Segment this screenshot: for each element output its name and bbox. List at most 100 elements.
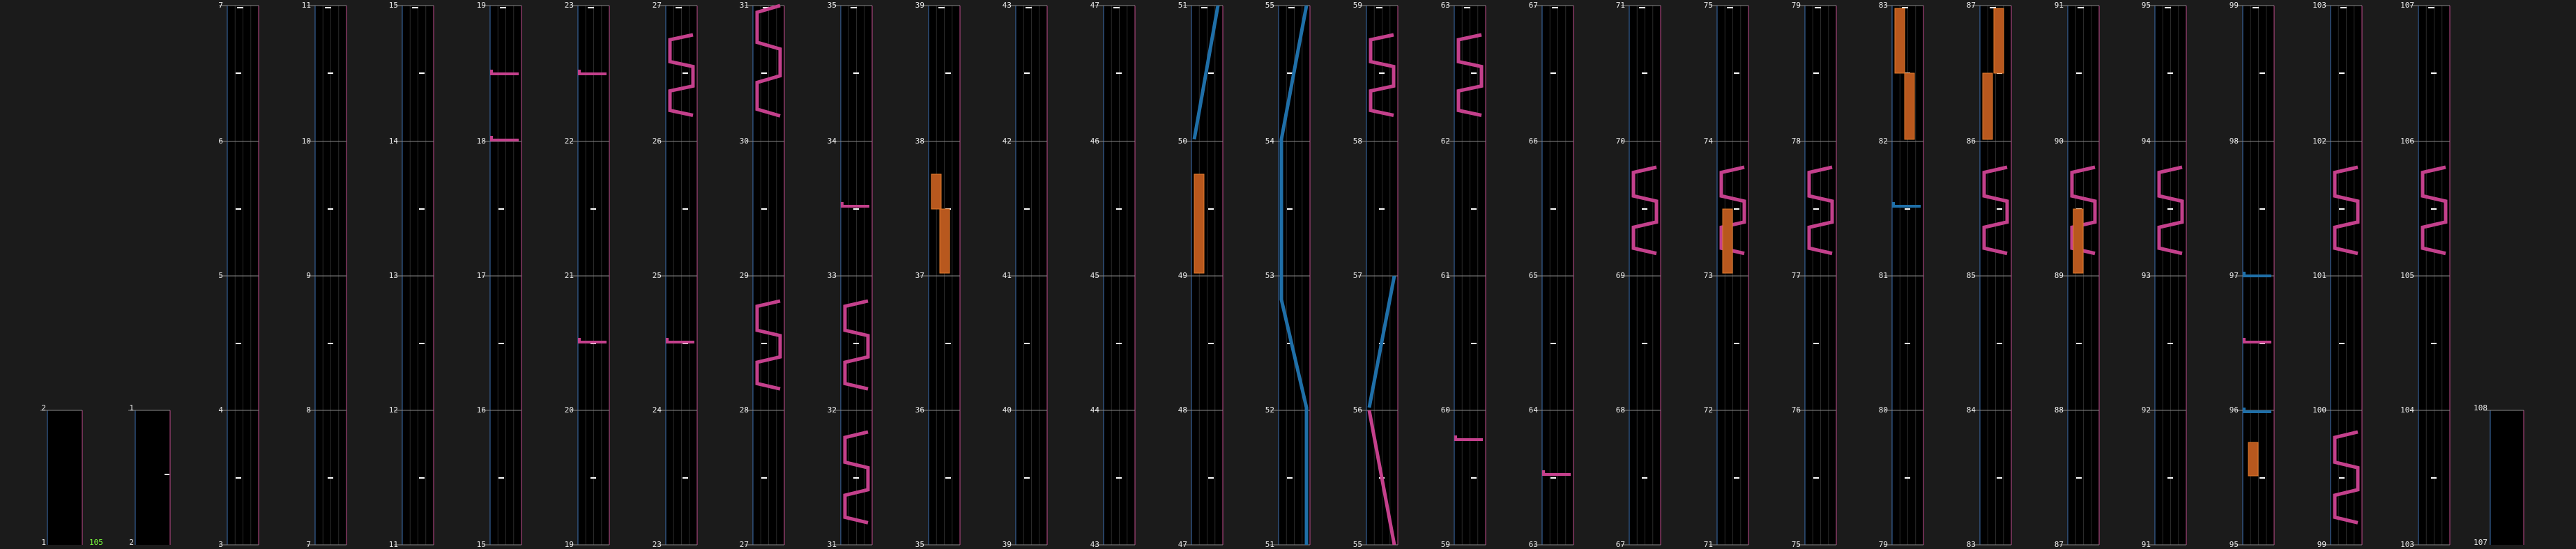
measure-number: 59: [1352, 1, 1362, 10]
slide-path: [1279, 5, 1309, 545]
note-tick: [1550, 208, 1556, 210]
slide-path: [755, 3, 782, 118]
note-tick: [1905, 343, 1910, 344]
measure-number: 93: [2141, 271, 2151, 280]
note-tick: [1376, 7, 1382, 8]
note-tick: [2339, 477, 2345, 479]
note-tick: [763, 7, 769, 8]
note-tick: [2076, 343, 2082, 344]
note-tick: [1024, 343, 1030, 344]
note-tick: [851, 7, 857, 8]
note-tick: [1208, 343, 1214, 344]
slide-path: [1456, 33, 1484, 117]
measure-number: 5: [218, 271, 223, 280]
slide-path: [1719, 165, 1746, 256]
measure-number: 103: [2400, 540, 2414, 549]
measure-number: 74: [1703, 137, 1713, 146]
note-tick: [761, 343, 767, 344]
measure-number: 58: [1352, 137, 1362, 146]
slide-path: [2243, 338, 2271, 343]
note-tick: [853, 477, 859, 479]
measure-number: 88: [2054, 405, 2064, 415]
measure-number: 90: [2054, 137, 2064, 146]
measure-number: 67: [1615, 540, 1625, 549]
measure-number: 81: [1878, 271, 1888, 280]
measure-number: 53: [1265, 271, 1274, 280]
note-tick: [1550, 343, 1556, 344]
slide-path: [1192, 5, 1220, 140]
measure-number: 55: [1352, 540, 1362, 549]
measure-number: 7: [218, 1, 223, 10]
measure-number: 98: [2229, 137, 2239, 146]
note-tick: [325, 7, 331, 8]
measure-number: 35: [915, 540, 924, 549]
note-tick: [236, 72, 241, 74]
note-tick: [1024, 208, 1030, 210]
note-tick: [1815, 7, 1821, 8]
measure-number: 57: [1352, 271, 1362, 280]
lane-column: [2490, 410, 2524, 545]
measure-number: 75: [1791, 540, 1801, 549]
note-tick: [328, 208, 333, 210]
measure-number: 92: [2141, 405, 2151, 415]
slide-path: [2243, 272, 2271, 277]
footer-value: 105: [89, 538, 103, 547]
note-tick: [1727, 7, 1733, 8]
measure-number: 65: [1528, 271, 1538, 280]
note-tick: [2339, 343, 2345, 344]
measure-number: 96: [2229, 405, 2239, 415]
measure-number: 91: [2054, 1, 2064, 10]
measure-number: 39: [1002, 540, 1012, 549]
note-tick: [1813, 477, 1819, 479]
note-tick: [2431, 343, 2437, 344]
measure-number: 80: [1878, 405, 1888, 415]
note-tick: [328, 477, 333, 479]
measure-number: 11: [388, 540, 398, 549]
note-tick: [1734, 208, 1739, 210]
measure-number: 26: [652, 137, 662, 146]
measure-number: 30: [739, 137, 749, 146]
note-tick: [419, 72, 425, 74]
note-tick: [1997, 343, 2002, 344]
slide-path: [1631, 165, 1659, 256]
measure-number: 99: [2229, 1, 2239, 10]
measure-number: 2: [41, 403, 46, 412]
note-tick: [1287, 72, 1293, 74]
measure-number: 87: [2054, 540, 2064, 549]
note-tick: [1379, 72, 1385, 74]
measure-number: 82: [1878, 137, 1888, 146]
measure-number: 55: [1265, 1, 1274, 10]
measure-number: 1: [41, 538, 46, 547]
note-tick: [1208, 477, 1214, 479]
note-tick: [683, 208, 688, 210]
note-tick: [419, 343, 425, 344]
measure-number: 102: [2312, 137, 2326, 146]
measure-number: 49: [1178, 271, 1187, 280]
measure-number: 91: [2141, 540, 2151, 549]
measure-number: 1: [129, 403, 134, 412]
note-tick: [683, 477, 688, 479]
measure-number: 51: [1265, 540, 1274, 549]
measure-number: 27: [652, 1, 662, 10]
note-tick: [236, 208, 241, 210]
measure-number: 38: [915, 137, 924, 146]
measure-number: 41: [1002, 271, 1012, 280]
note-tick: [1813, 343, 1819, 344]
measure-number: 15: [476, 540, 486, 549]
measure-number: 72: [1703, 405, 1713, 415]
note-tick: [1471, 208, 1477, 210]
measure-number: 27: [739, 540, 749, 549]
measure-number: 52: [1265, 405, 1274, 415]
slide-path: [2333, 165, 2360, 256]
hold-note: [1194, 173, 1205, 274]
note-tick: [2167, 477, 2173, 479]
measure-number: 107: [2400, 1, 2414, 10]
note-tick: [1116, 208, 1122, 210]
measure-number: 4: [218, 405, 223, 415]
note-tick: [1734, 477, 1739, 479]
measure-number: 83: [1966, 540, 1976, 549]
note-tick: [1287, 343, 1293, 344]
note-tick: [2253, 7, 2259, 8]
slide-path: [1454, 435, 1483, 441]
